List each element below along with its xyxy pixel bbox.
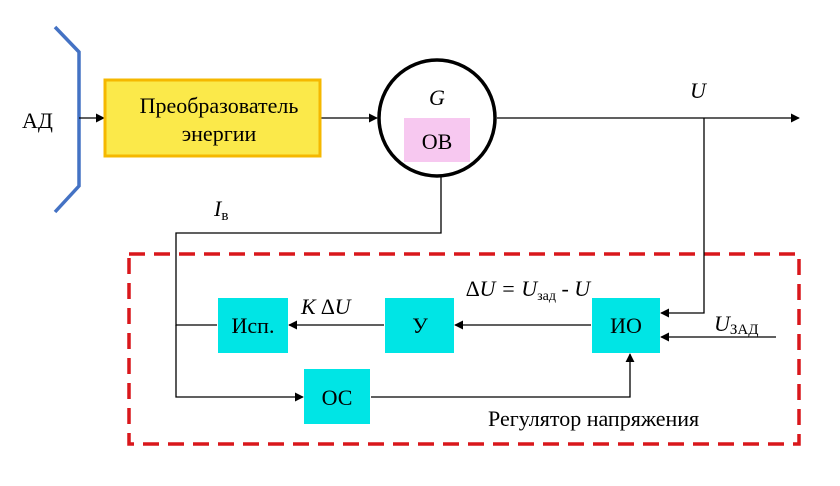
motor-label: АД — [22, 108, 53, 133]
regulator-title: Регулятор напряжения — [488, 406, 699, 431]
measuring-block — [592, 298, 660, 353]
energy-converter-block — [103, 78, 322, 158]
regulator-frame — [127, 252, 801, 446]
generator-label: G — [429, 85, 445, 110]
output-voltage-label: U — [690, 78, 708, 103]
setpoint-voltage-label: UЗАД — [714, 311, 758, 338]
actuator-label: Исп. — [232, 313, 275, 338]
connection-lines — [79, 113, 800, 402]
field-winding-label: ОВ — [422, 129, 453, 154]
converter-label-line1: Преобразователь — [140, 93, 299, 118]
amplifier-block — [385, 298, 454, 353]
field-winding-block — [404, 118, 470, 162]
feedback-label: ОС — [322, 385, 353, 410]
motor-bracket — [53, 25, 81, 214]
amplifier-label: У — [412, 313, 428, 338]
k-delta-u-label: K ∆U — [300, 294, 353, 319]
delta-u-equation: ∆U = Uзад - U — [466, 276, 592, 304]
field-current-label: Iв — [213, 196, 228, 224]
feedback-block — [304, 369, 370, 424]
measuring-label: ИО — [610, 313, 642, 338]
converter-label-line2: энергии — [182, 121, 257, 146]
actuator-block — [218, 298, 288, 353]
